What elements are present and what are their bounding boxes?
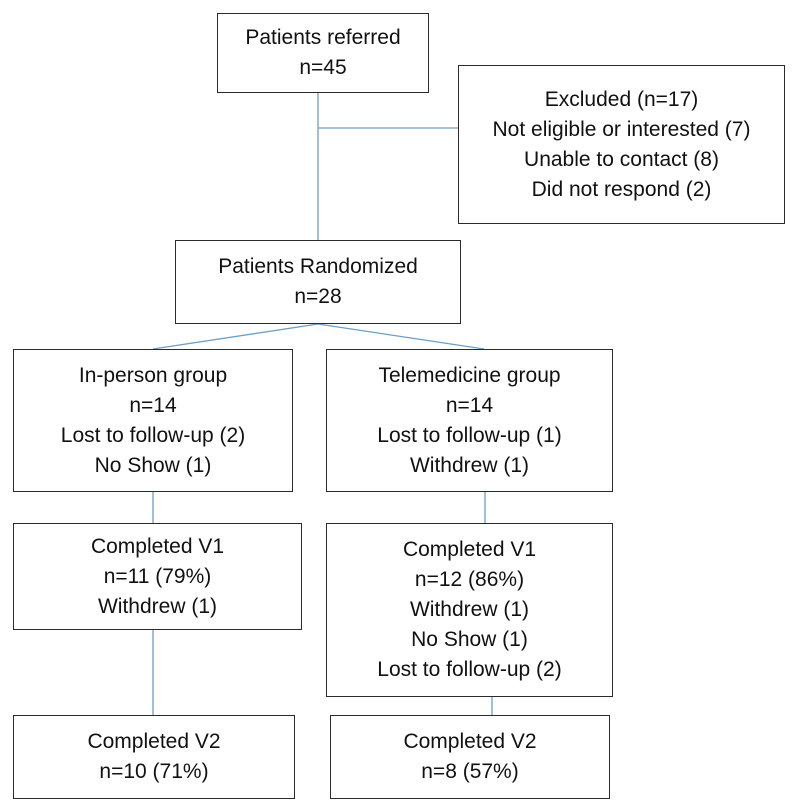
telemedicine-v1-count: n=12 (86%) <box>414 568 525 591</box>
excluded-box: Excluded (n=17) Not eligible or interest… <box>458 65 785 224</box>
telemedicine-group-count: n=14 <box>445 393 494 417</box>
inperson-group-count: n=14 <box>129 393 177 417</box>
randomized-count: n=28 <box>294 285 342 308</box>
telemedicine-v1-title: Completed V1 <box>402 538 537 561</box>
inperson-group-title: In-person group <box>78 363 228 387</box>
inperson-no-show: No Show (1) <box>94 453 212 477</box>
excluded-not-eligible: Not eligible or interested (7) <box>492 117 751 141</box>
telemedicine-v2-count: n=8 (57%) <box>421 760 519 783</box>
telemedicine-v2-box: Completed V2 n=8 (57%) <box>330 715 610 799</box>
randomized-to-telemedicine-line <box>317 323 485 350</box>
excluded-title: Excluded (n=17) <box>544 87 699 111</box>
inperson-v1-title: Completed V1 <box>90 534 225 558</box>
inperson-v1-count: n=11 (79%) <box>103 564 212 588</box>
excluded-did-not-respond: Did not respond (2) <box>531 177 712 201</box>
inperson-v1-withdrew: Withdrew (1) <box>97 594 218 618</box>
telemedicine-v1-box: Completed V1 n=12 (86%) Withdrew (1) No … <box>326 523 613 697</box>
inperson-v2-count: n=10 (71%) <box>99 760 209 783</box>
telemedicine-group-title: Telemedicine group <box>378 363 561 387</box>
inperson-v2-box: Completed V2 n=10 (71%) <box>13 715 295 799</box>
referred-title: Patients referred <box>245 26 401 49</box>
randomized-title: Patients Randomized <box>218 255 418 278</box>
patients-referred-box: Patients referred n=45 <box>217 13 429 93</box>
referred-count: n=45 <box>299 56 347 79</box>
patients-randomized-box: Patients Randomized n=28 <box>175 240 461 324</box>
telemedicine-v2-title: Completed V2 <box>403 730 537 753</box>
inperson-lost-to-follow-up: Lost to follow-up (2) <box>60 423 246 447</box>
inperson-v1-box: Completed V1 n=11 (79%) Withdrew (1) <box>13 523 302 630</box>
telemedicine-lost-to-follow-up: Lost to follow-up (1) <box>377 423 562 447</box>
telemedicine-group-box: Telemedicine group n=14 Lost to follow-u… <box>326 349 613 492</box>
telemedicine-v1-withdrew: Withdrew (1) <box>409 598 530 621</box>
telemedicine-withdrew: Withdrew (1) <box>409 453 530 477</box>
excluded-unable-to-contact: Unable to contact (8) <box>524 147 719 171</box>
telemedicine-v1-no-show: No Show (1) <box>411 628 528 651</box>
inperson-v2-title: Completed V2 <box>87 730 221 753</box>
inperson-group-box: In-person group n=14 Lost to follow-up (… <box>13 349 293 492</box>
telemedicine-v1-lost-to-follow-up: Lost to follow-up (2) <box>377 658 562 681</box>
randomized-to-inperson-line <box>152 323 319 350</box>
